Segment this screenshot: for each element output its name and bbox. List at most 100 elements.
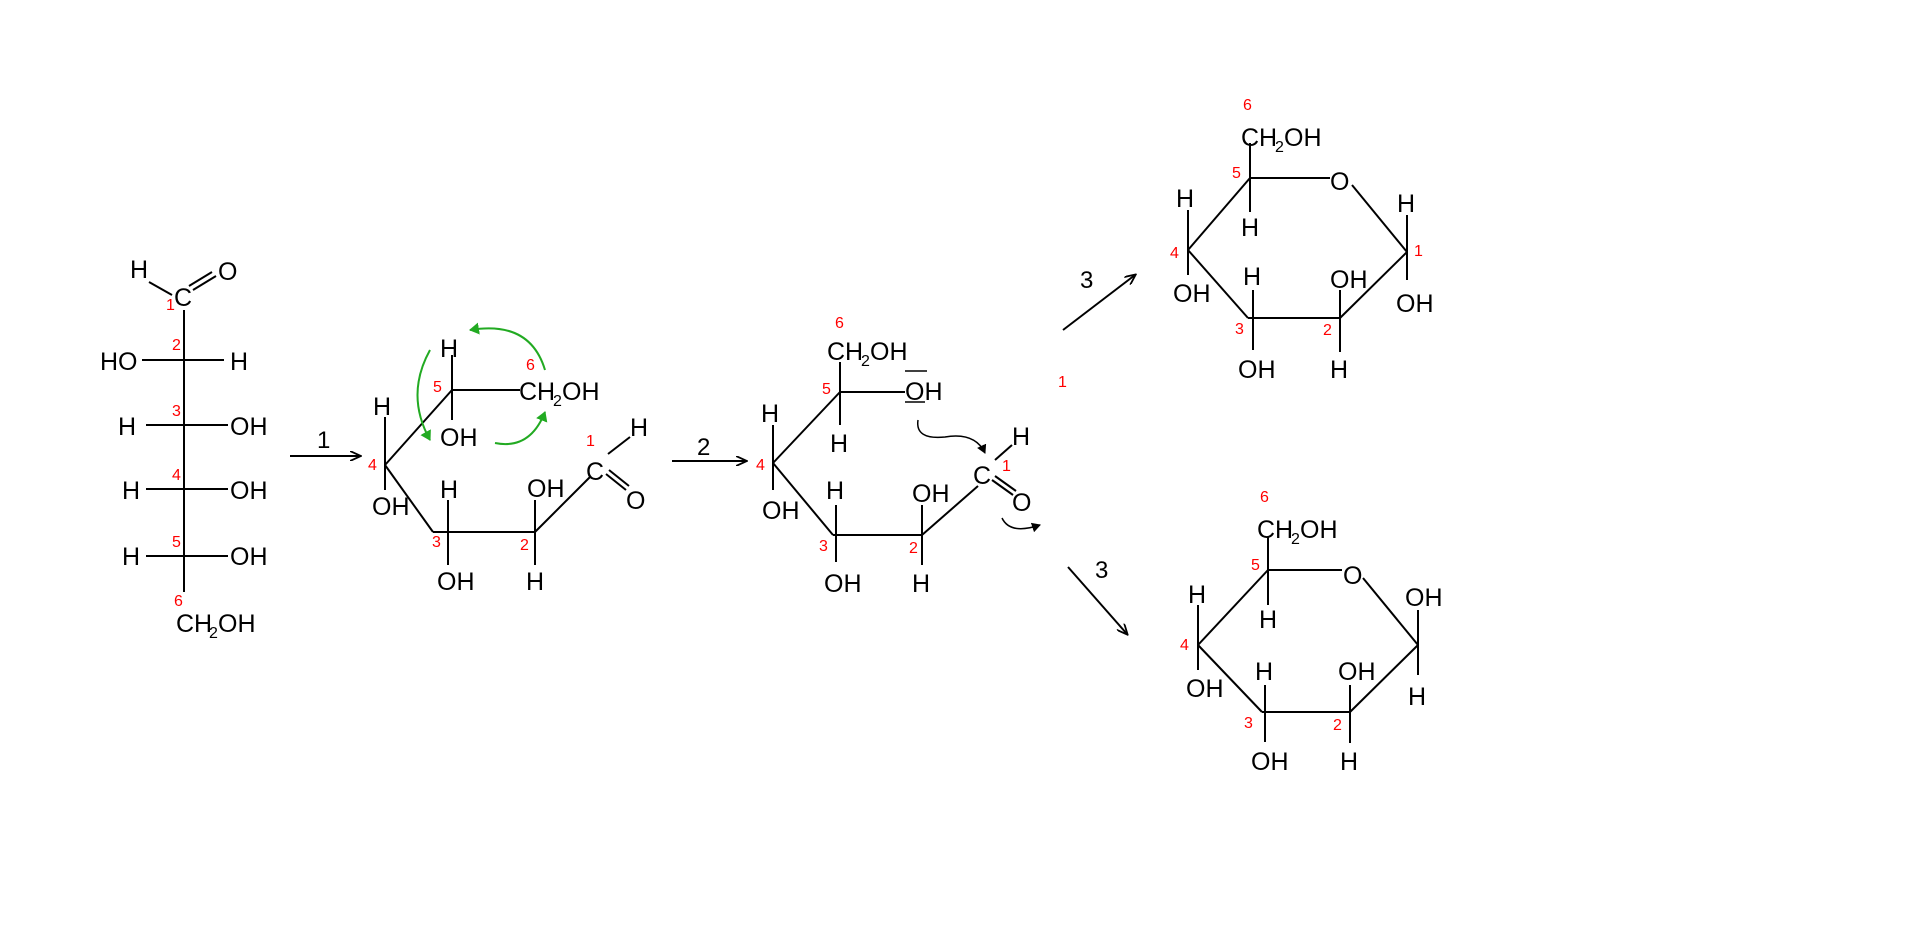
carbon-number: 5 bbox=[822, 381, 831, 398]
atom-oh: OH bbox=[230, 413, 268, 441]
atom-oh: OH bbox=[1338, 658, 1376, 686]
step-label: 3 bbox=[1080, 267, 1093, 294]
ring-oxygen: O bbox=[1330, 168, 1349, 196]
atom-ho: HO bbox=[100, 348, 138, 376]
atom-c: C bbox=[174, 284, 192, 312]
step-label: 2 bbox=[697, 434, 710, 461]
attack-intermediate: CH 2 OH OH H H OH H OH OH H C H O 6 5 4 … bbox=[756, 315, 1041, 598]
atom-h: H bbox=[1176, 185, 1194, 213]
atom-h: H bbox=[830, 430, 848, 458]
atom-oh: OH bbox=[372, 493, 410, 521]
carbon-number: 5 bbox=[1232, 165, 1241, 182]
atom-ch: CH bbox=[176, 610, 212, 638]
carbon-number: 1 bbox=[1058, 374, 1067, 391]
carbon-number: 6 bbox=[526, 357, 535, 374]
fischer-projection: H C O HO H H OH H OH H OH CH 2 OH 1 2 3 … bbox=[100, 256, 268, 642]
atom-oh: OH bbox=[230, 543, 268, 571]
step-label: 1 bbox=[317, 427, 330, 454]
carbon-number: 5 bbox=[172, 534, 181, 551]
atom-h: H bbox=[630, 414, 648, 442]
carbon-number: 1 bbox=[1002, 458, 1011, 475]
carbon-number: 2 bbox=[1323, 322, 1332, 339]
reaction-step-3-alpha: 3 bbox=[1067, 557, 1127, 634]
electron-shift-arrow bbox=[1001, 517, 1041, 533]
pyranose-ring-upper: CH 2 OH O H OH H H OH H OH OH H 6 5 4 3 … bbox=[1170, 97, 1434, 384]
subscript-2: 2 bbox=[209, 625, 218, 642]
atom-h: H bbox=[1330, 356, 1348, 384]
carbon-number: 1 bbox=[166, 297, 175, 314]
rotation-arrow-top bbox=[469, 322, 546, 371]
subscript-2: 2 bbox=[1275, 139, 1284, 156]
carbon-number: 4 bbox=[368, 457, 377, 474]
carbon-number: 3 bbox=[1244, 715, 1253, 732]
carbon-number: 4 bbox=[1170, 245, 1179, 262]
atom-h: H bbox=[826, 477, 844, 505]
atom-oh: OH bbox=[527, 475, 565, 503]
carbon-number: 6 bbox=[1243, 97, 1252, 114]
reaction-step-1: 1 bbox=[290, 427, 360, 456]
atom-oh: OH bbox=[762, 497, 800, 525]
rotation-arrow-left bbox=[416, 349, 431, 441]
carbon-number: 4 bbox=[172, 467, 181, 484]
atom-oh: OH bbox=[218, 610, 256, 638]
carbon-number: 4 bbox=[756, 457, 765, 474]
atom-c: C bbox=[586, 458, 604, 486]
atom-oh: OH bbox=[1173, 280, 1211, 308]
atom-h: H bbox=[1241, 214, 1259, 242]
subscript-2: 2 bbox=[861, 353, 870, 370]
carbon-number: 4 bbox=[1180, 637, 1189, 654]
carbon-number: 2 bbox=[909, 540, 918, 557]
atom-oh: OH bbox=[562, 378, 600, 406]
atom-oh: OH bbox=[1330, 266, 1368, 294]
atom-h: H bbox=[1012, 423, 1030, 451]
pyranose-ring-lower: CH 2 OH O OH H H H OH H OH OH H 6 5 4 3 … bbox=[1180, 489, 1443, 776]
atom-oh: OH bbox=[912, 480, 950, 508]
reaction-step-2: 2 bbox=[672, 434, 746, 461]
atom-h: H bbox=[118, 413, 136, 441]
carbon-number: 3 bbox=[172, 403, 181, 420]
step-label: 3 bbox=[1095, 557, 1108, 584]
atom-ch: CH bbox=[519, 378, 555, 406]
atom-c: C bbox=[973, 462, 991, 490]
atom-h: H bbox=[440, 335, 458, 363]
atom-h: H bbox=[761, 400, 779, 428]
atom-oh: OH bbox=[870, 338, 908, 366]
atom-oh: OH bbox=[437, 568, 475, 596]
atom-o: O bbox=[218, 258, 237, 286]
atom-h: H bbox=[526, 568, 544, 596]
carbon-number: 5 bbox=[1251, 557, 1260, 574]
atom-oh: OH bbox=[230, 477, 268, 505]
atom-h: H bbox=[230, 348, 248, 376]
atom-oh: OH bbox=[440, 424, 478, 452]
atom-h: H bbox=[1255, 658, 1273, 686]
carbon-number: 3 bbox=[432, 534, 441, 551]
carbon-number: 6 bbox=[1260, 489, 1269, 506]
attack-arrow bbox=[917, 419, 987, 454]
atom-ch: CH bbox=[827, 338, 863, 366]
atom-h: H bbox=[122, 477, 140, 505]
atom-h: H bbox=[1397, 190, 1415, 218]
subscript-2: 2 bbox=[1291, 531, 1300, 548]
carbon-number: 3 bbox=[819, 538, 828, 555]
atom-h: H bbox=[1259, 606, 1277, 634]
open-chain-zigzag: H OH H OH CH 2 OH H OH OH H C H O 4 5 6 … bbox=[368, 322, 648, 596]
atom-oh: OH bbox=[824, 570, 862, 598]
carbon-number: 5 bbox=[433, 379, 442, 396]
carbon-number: 3 bbox=[1235, 321, 1244, 338]
atom-ch: CH bbox=[1241, 124, 1277, 152]
carbon-number: 2 bbox=[520, 537, 529, 554]
atom-o: O bbox=[1012, 489, 1031, 517]
subscript-2: 2 bbox=[553, 393, 562, 410]
atom-h: H bbox=[373, 393, 391, 421]
carbon-number: 6 bbox=[174, 593, 183, 610]
atom-oh: OH bbox=[1396, 290, 1434, 318]
carbon-number: 2 bbox=[172, 337, 181, 354]
atom-h: H bbox=[1408, 683, 1426, 711]
atom-h: H bbox=[1188, 581, 1206, 609]
ring-oxygen: O bbox=[1343, 562, 1362, 590]
atom-oh: OH bbox=[1405, 584, 1443, 612]
carbon-number: 2 bbox=[1333, 717, 1342, 734]
atom-oh: OH bbox=[1284, 124, 1322, 152]
reaction-step-3-beta: 3 bbox=[1062, 267, 1135, 331]
